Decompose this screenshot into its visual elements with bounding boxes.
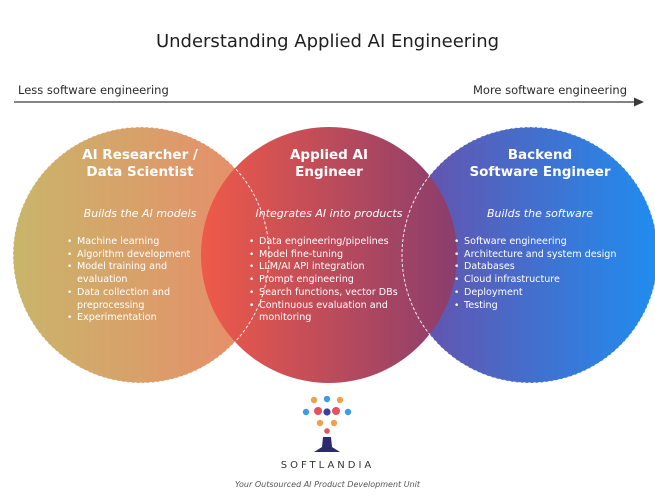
skill-list: Machine learning Algorithm development M… <box>66 236 220 325</box>
axis-arrow <box>14 97 644 107</box>
list-item: Architecture and system design <box>453 249 630 262</box>
column-ai-researcher: AI Researcher / Data Scientist Builds th… <box>60 147 220 325</box>
brand-name: SOFTLANDIA <box>280 460 375 471</box>
skill-list: Software engineering Architecture and sy… <box>453 236 630 312</box>
brand-tagline: Your Outsourced AI Product Development U… <box>235 480 420 489</box>
column-tagline: Builds the software <box>486 207 594 220</box>
list-item: Machine learning <box>66 236 220 249</box>
list-item: Data engineering/pipelines <box>248 236 412 249</box>
list-item: Cloud infrastructure <box>453 274 630 287</box>
softlandia-tree-icon <box>302 396 352 452</box>
column-title: Backend Software Engineer <box>469 147 611 180</box>
list-item: Search functions, vector DBs <box>248 287 412 300</box>
axis-left-label: Less software engineering <box>18 83 169 97</box>
column-tagline: Integrates AI into products <box>255 207 403 220</box>
column-tagline: Builds the AI models <box>83 207 197 220</box>
list-item: Deployment <box>453 287 630 300</box>
list-item: Continuous evaluation and monitoring <box>248 300 412 325</box>
list-item: Testing <box>453 300 630 313</box>
axis-right-label: More software engineering <box>472 83 627 97</box>
list-item: Software engineering <box>453 236 630 249</box>
column-title: AI Researcher / Data Scientist <box>82 147 198 180</box>
page-title: Understanding Applied AI Engineering <box>155 31 500 52</box>
column-title: Applied AI Engineer <box>289 147 369 180</box>
column-backend-engineer: Backend Software Engineer Builds the sof… <box>450 147 630 312</box>
skill-list: Data engineering/pipelines Model fine-tu… <box>248 236 412 325</box>
list-item: LLM/AI API integration <box>248 261 412 274</box>
list-item: Model fine-tuning <box>248 249 412 262</box>
list-item: Experimentation <box>66 312 220 325</box>
column-applied-ai-engineer: Applied AI Engineer Integrates AI into p… <box>246 147 412 325</box>
list-item: Databases <box>453 261 630 274</box>
list-item: Prompt engineering <box>248 274 412 287</box>
list-item: Algorithm development <box>66 249 220 262</box>
list-item: Data collection and preprocessing <box>66 287 220 312</box>
list-item: Model training and evaluation <box>66 261 220 286</box>
